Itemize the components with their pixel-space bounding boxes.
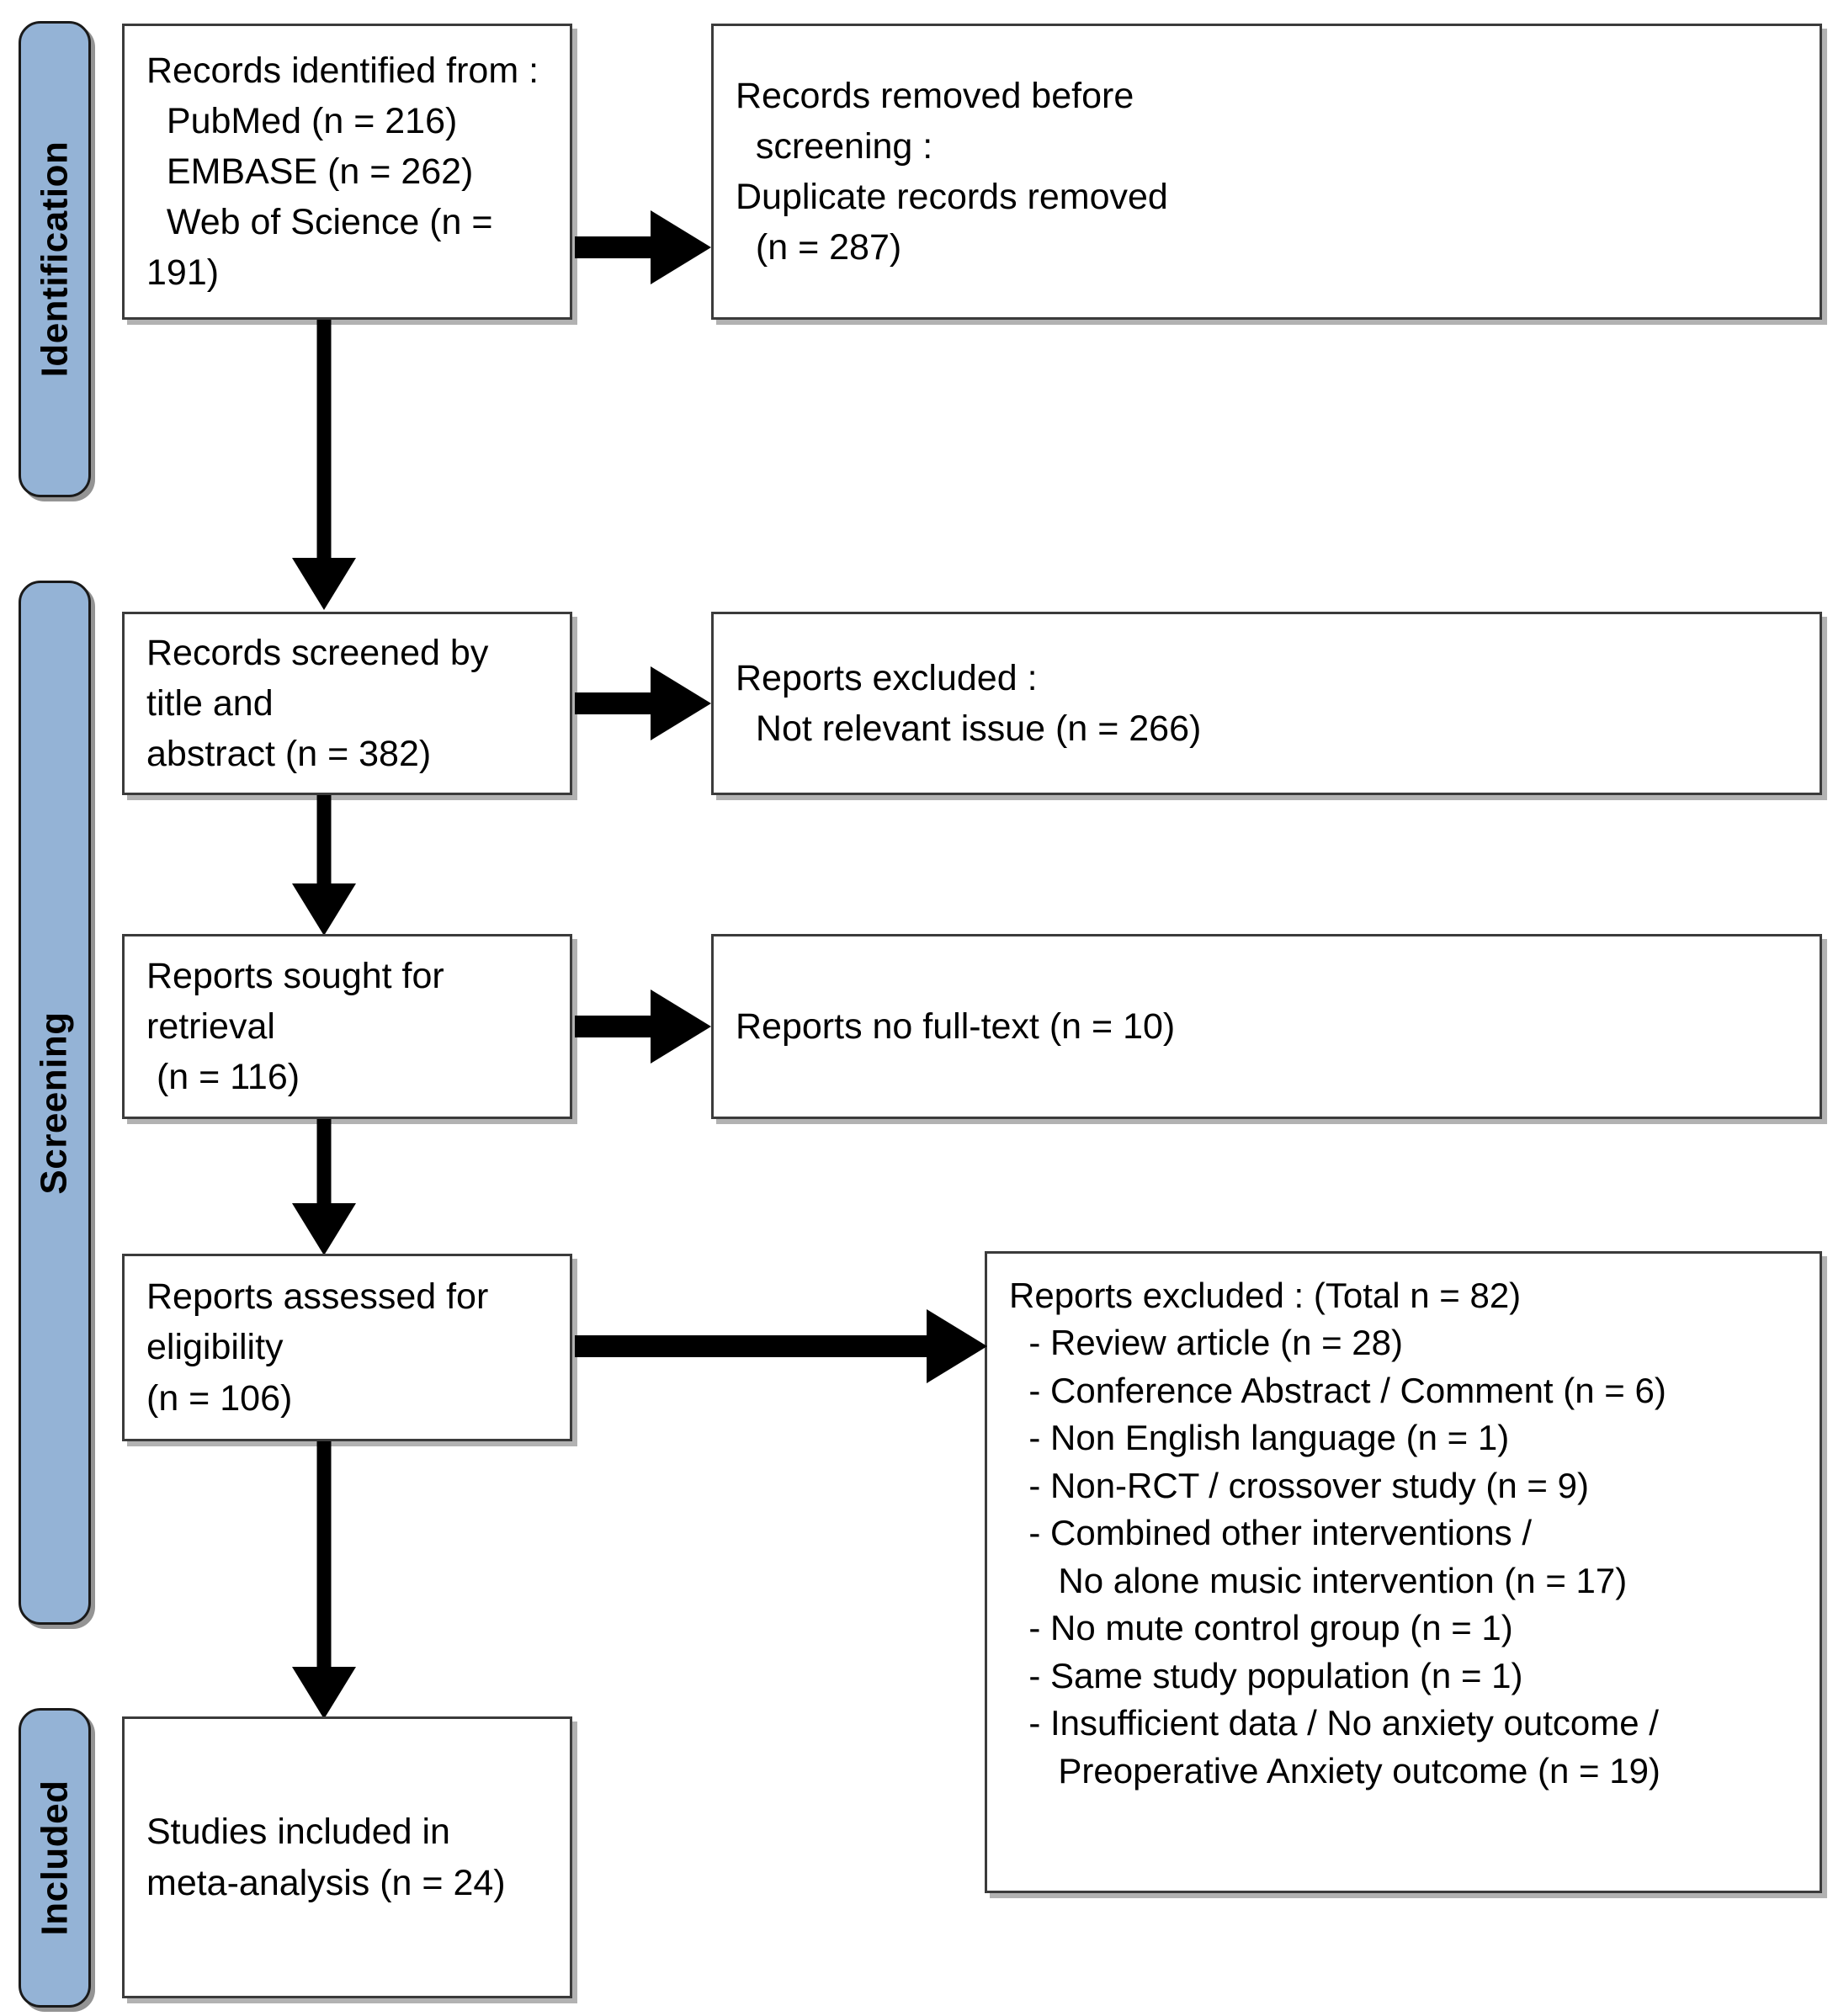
arrow-shaft — [575, 692, 655, 714]
arrow-identified-to-screened — [290, 320, 358, 610]
box-reports-sought-retrieval-text: Reports sought for retrieval (n = 116) — [146, 955, 444, 1098]
box-reports-no-full-text-text: Reports no full-text (n = 10) — [736, 1005, 1176, 1047]
arrow-head — [927, 1309, 987, 1383]
box-reports-assessed-eligibility-text: Reports assessed for eligibility (n = 10… — [146, 1276, 489, 1419]
box-reports-excluded-eligibility-text: Reports excluded : (Total n = 82) - Revi… — [1009, 1276, 1666, 1791]
arrow-shaft — [316, 795, 332, 888]
arrow-shaft — [316, 1441, 332, 1670]
arrow-sought-to-assessed — [290, 1119, 358, 1255]
phase-label-included: Included — [34, 1780, 75, 1936]
phase-bar-included: Included — [19, 1708, 91, 2008]
arrow-sought-to-no-full-text — [575, 989, 711, 1064]
arrow-head — [292, 1667, 356, 1719]
arrow-head — [292, 558, 356, 610]
arrow-assessed-to-excluded — [575, 1309, 987, 1383]
box-records-identified: Records identified from : PubMed (n = 21… — [122, 24, 572, 320]
arrow-identified-to-removed — [575, 210, 711, 284]
box-reports-sought-retrieval: Reports sought for retrieval (n = 116) — [122, 934, 572, 1119]
box-reports-no-full-text: Reports no full-text (n = 10) — [711, 934, 1822, 1119]
arrow-head — [292, 1203, 356, 1255]
arrow-assessed-to-included — [290, 1441, 358, 1719]
arrow-head — [651, 210, 711, 284]
box-reports-excluded-screening-text: Reports excluded : Not relevant issue (n… — [736, 657, 1202, 749]
arrow-shaft — [575, 1016, 655, 1037]
phase-label-screening: Screening — [34, 1011, 75, 1195]
box-records-identified-text: Records identified from : PubMed (n = 21… — [146, 50, 539, 294]
phase-bar-identification: Identification — [19, 21, 91, 497]
arrow-screened-to-sought — [290, 795, 358, 936]
box-records-removed-before-screening-text: Records removed before screening : Dupli… — [736, 75, 1168, 268]
box-records-screened-text: Records screened by title and abstract (… — [146, 632, 489, 775]
box-studies-included-meta-analysis-text: Studies included in meta-analysis (n = 2… — [146, 1812, 506, 1903]
arrow-shaft — [316, 1119, 332, 1207]
arrow-head — [651, 666, 711, 740]
arrow-head — [292, 883, 356, 936]
phase-bar-screening: Screening — [19, 581, 91, 1625]
box-reports-excluded-screening: Reports excluded : Not relevant issue (n… — [711, 612, 1822, 795]
box-reports-excluded-eligibility: Reports excluded : (Total n = 82) - Revi… — [985, 1251, 1822, 1893]
box-records-screened: Records screened by title and abstract (… — [122, 612, 572, 795]
arrow-screened-to-excluded — [575, 666, 711, 740]
box-reports-assessed-eligibility: Reports assessed for eligibility (n = 10… — [122, 1254, 572, 1441]
arrow-shaft — [316, 320, 332, 560]
box-studies-included-meta-analysis: Studies included in meta-analysis (n = 2… — [122, 1716, 572, 1998]
box-records-removed-before-screening: Records removed before screening : Dupli… — [711, 24, 1822, 320]
arrow-shaft — [575, 1335, 928, 1357]
phase-label-identification: Identification — [34, 141, 75, 378]
arrow-head — [651, 989, 711, 1064]
arrow-shaft — [575, 236, 655, 258]
